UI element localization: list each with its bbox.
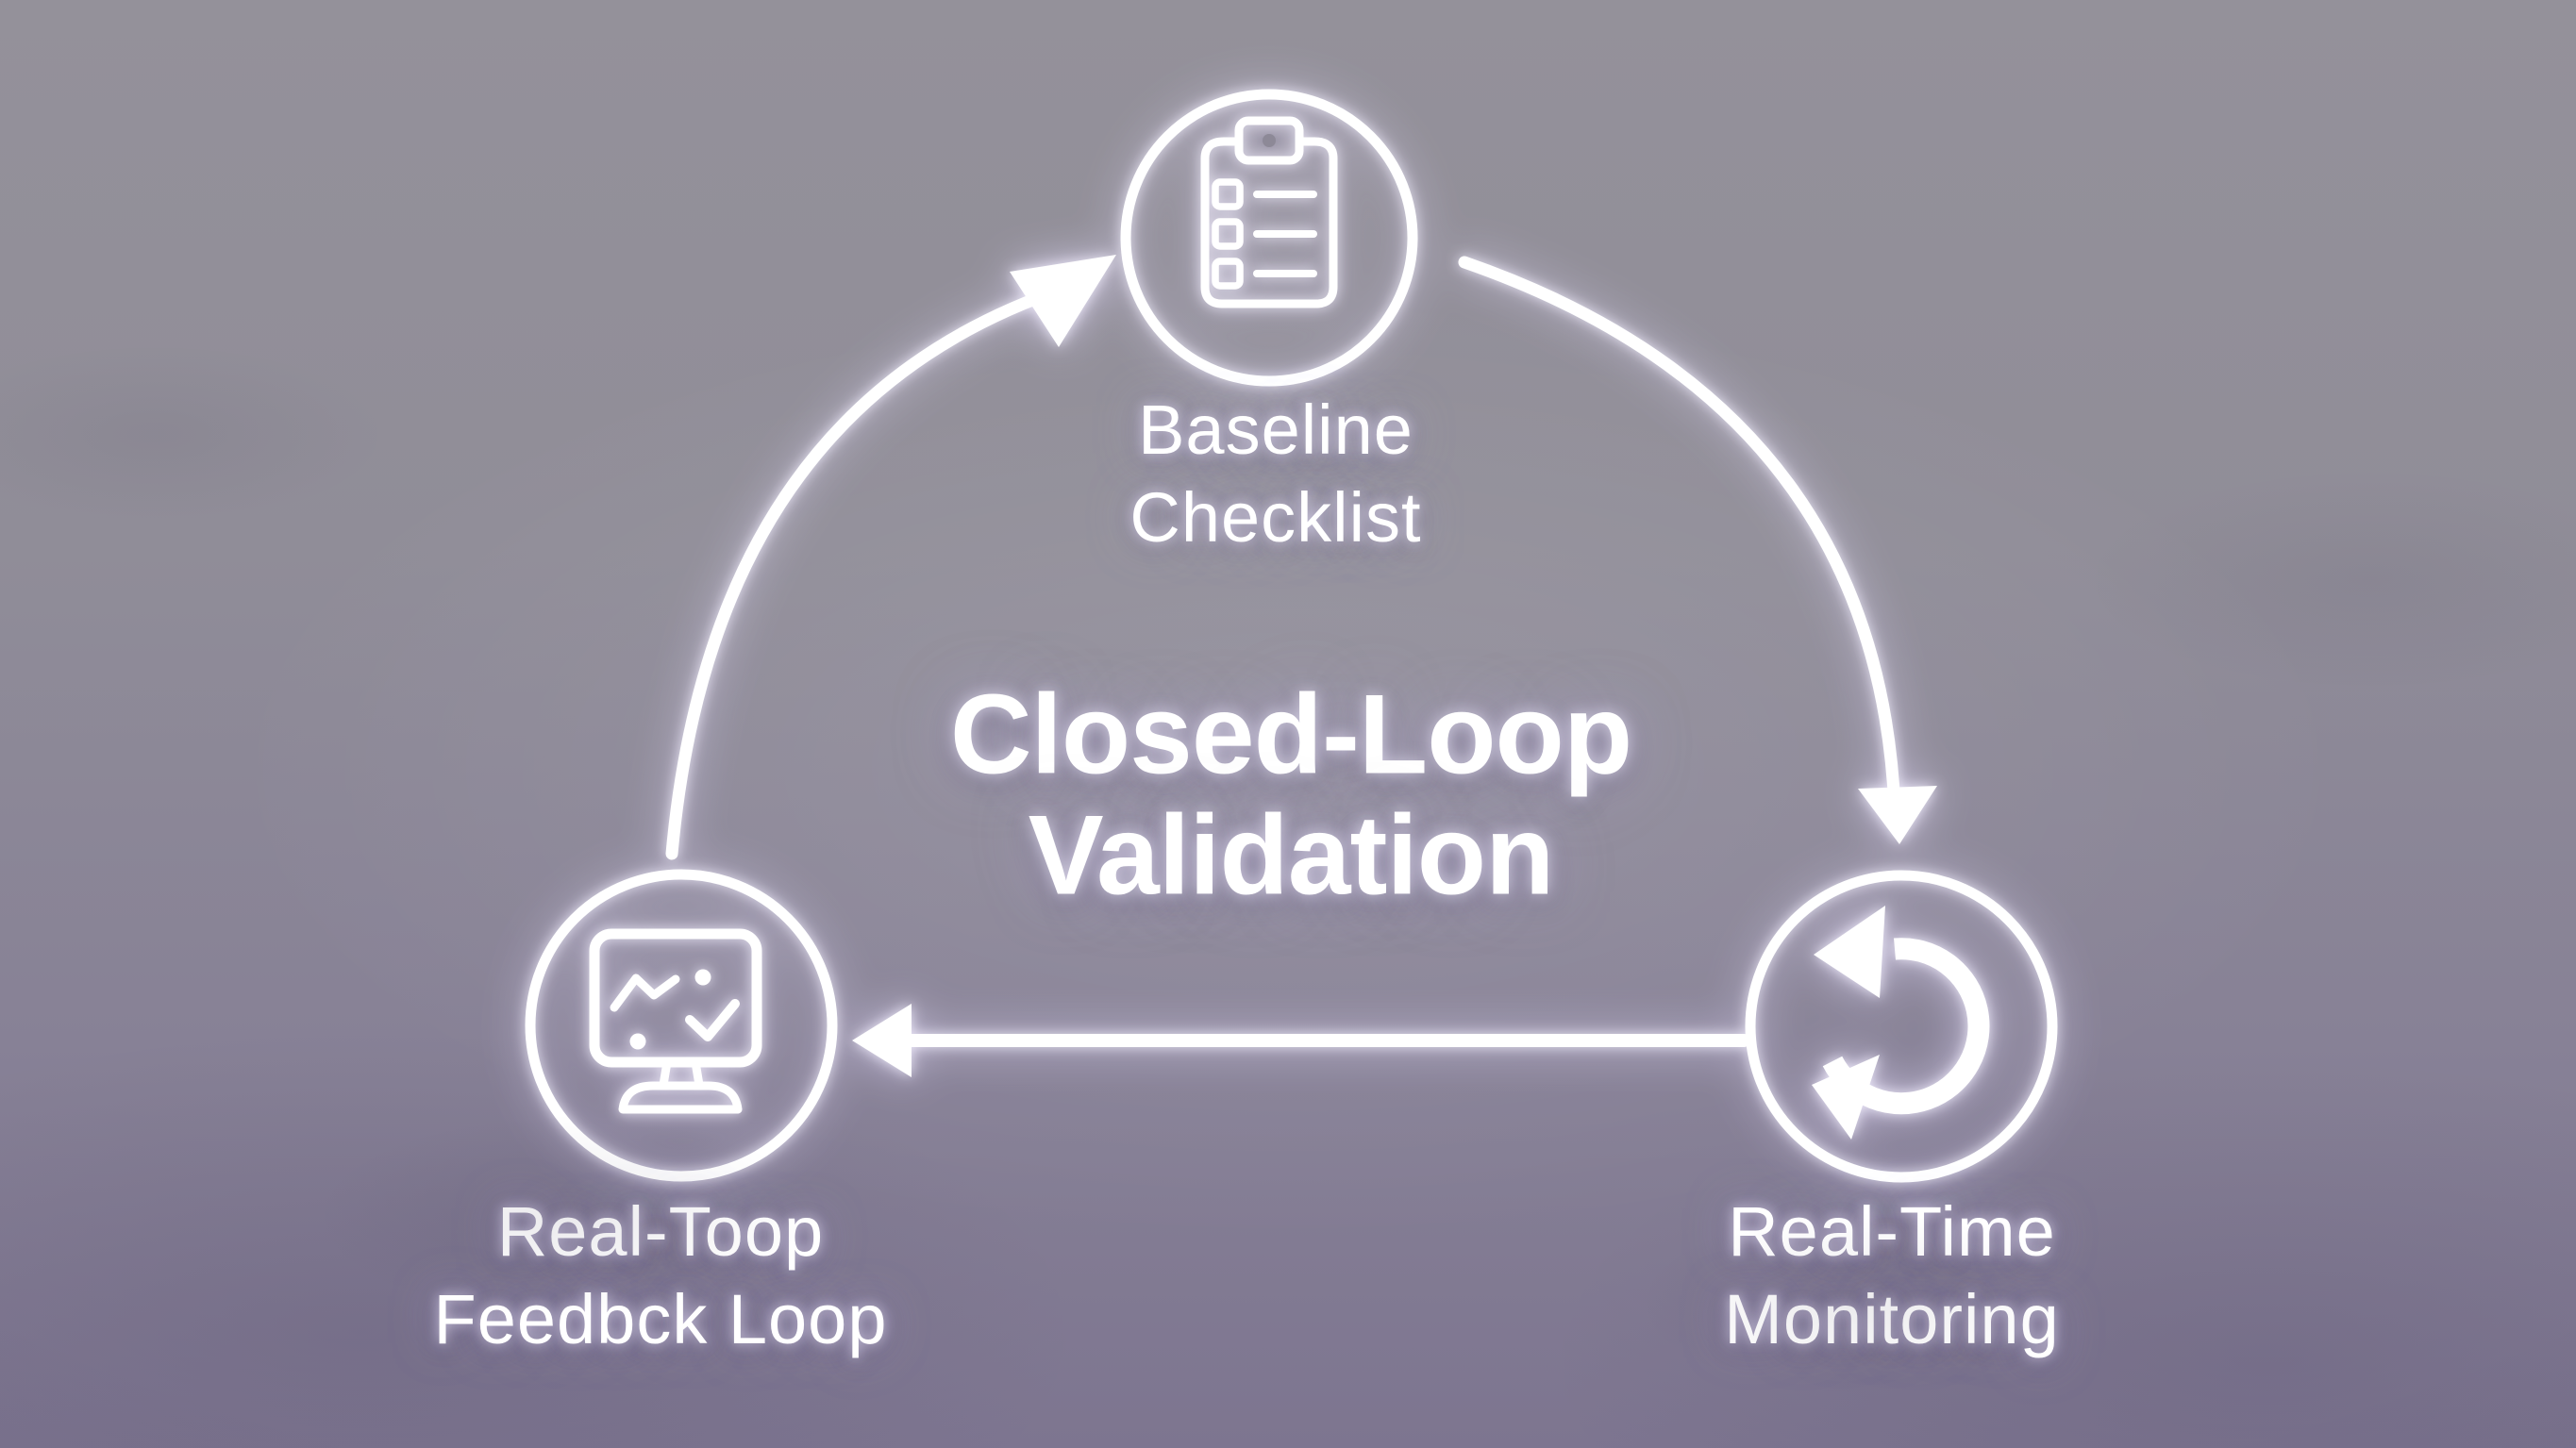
- node-label-line: Monitoring: [1724, 1280, 2060, 1358]
- node-label-line: Checklist: [1129, 478, 1422, 557]
- node-label-line: Real-Toop: [496, 1191, 825, 1271]
- diagram-title: Closed-Loop Validation: [949, 671, 1632, 919]
- node-label-line: Feedbck Loop: [433, 1280, 888, 1358]
- diagram-title-line: Validation: [1028, 792, 1555, 919]
- diagram-title-line: Closed-Loop: [949, 671, 1632, 798]
- node-label-line: Baseline: [1138, 390, 1413, 469]
- node-label-line: Real-Time: [1728, 1191, 2056, 1271]
- node-label-feedback-loop: Real-Toop Feedbck Loop: [433, 1188, 887, 1363]
- node-label-real-time-monitoring: Real-Time Monitoring: [1724, 1188, 2060, 1363]
- node-label-baseline-checklist: Baseline Checklist: [1129, 386, 1421, 561]
